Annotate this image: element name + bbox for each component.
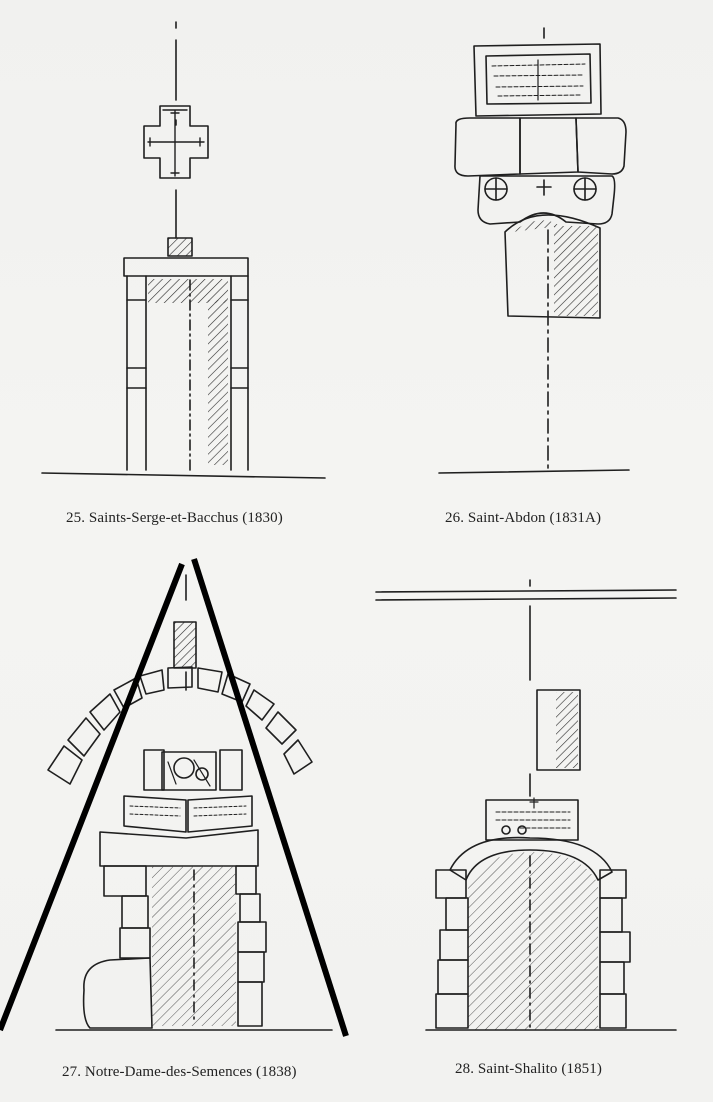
figure-27-caption: 27. Notre-Dame-des-Semences (1838): [62, 1064, 297, 1080]
figure-28-caption: 28. Saint-Shalito (1851): [455, 1061, 602, 1077]
overlay-triangle: [0, 558, 349, 1037]
figure-25-drawing: [41, 21, 326, 479]
figure-26-caption: 26. Saint-Abdon (1831A): [445, 510, 602, 526]
figure-25-caption: 25. Saints-Serge-et-Bacchus (1830): [66, 510, 283, 526]
figure-27-drawing: [47, 574, 333, 1031]
figure-26-drawing: [438, 27, 630, 474]
figure-28-drawing: [375, 579, 677, 1031]
